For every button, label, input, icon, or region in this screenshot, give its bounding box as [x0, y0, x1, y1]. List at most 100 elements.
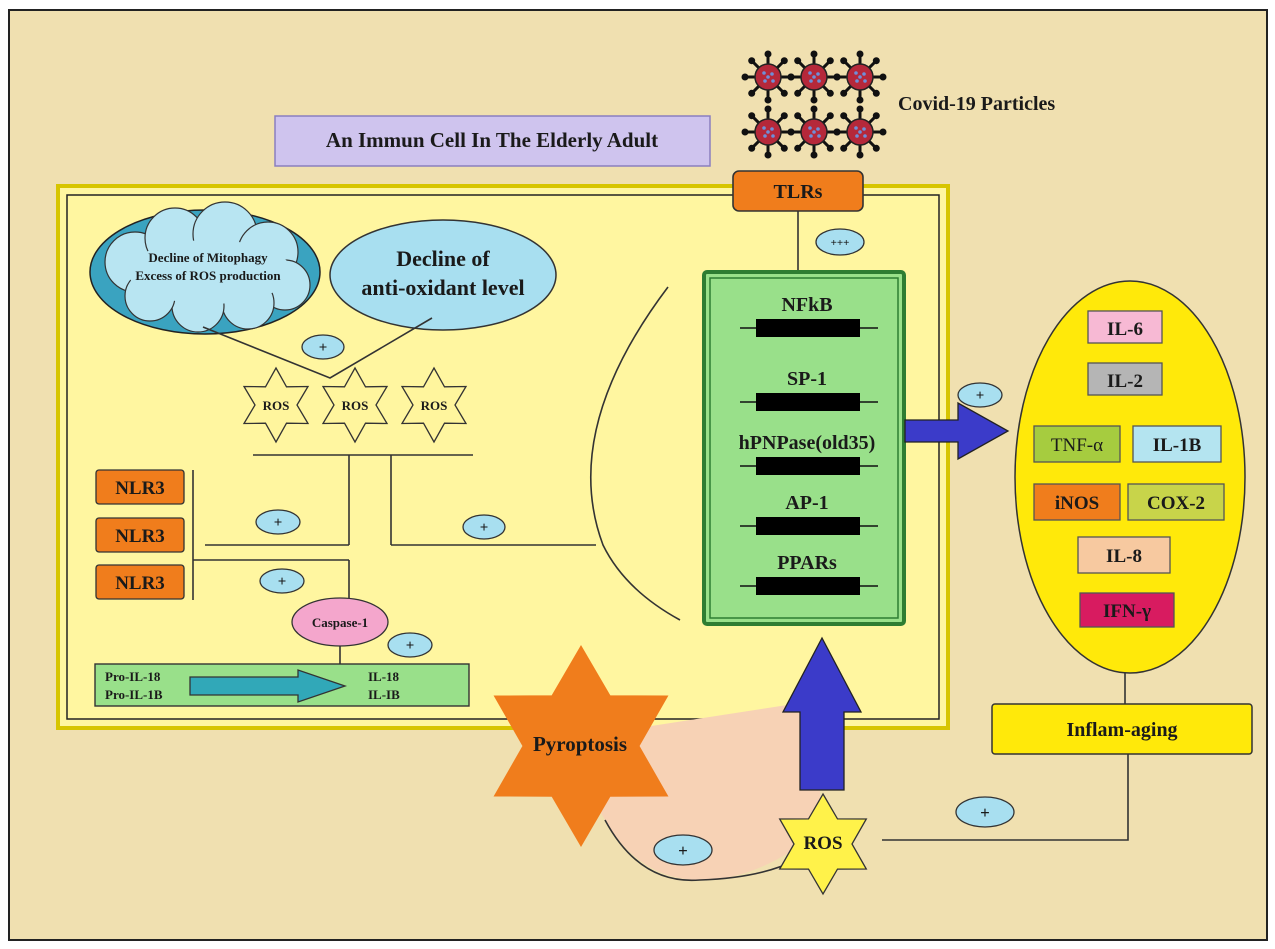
- gene-5: PPARs: [740, 552, 878, 595]
- page-title: An Immun Cell In The Elderly Adult: [326, 128, 658, 152]
- ros-to-nucleus-arrow: [781, 636, 863, 791]
- pyroptosis-label: Pyroptosis: [533, 732, 627, 756]
- gene-label-4: AP-1: [785, 492, 828, 514]
- cytokine-oval: [1014, 280, 1246, 674]
- il1b-label: IL-1B: [1153, 435, 1202, 456]
- gene-2: SP-1: [740, 368, 878, 411]
- pyroptosis-star: [493, 645, 669, 847]
- il18-label: IL-18: [368, 669, 400, 684]
- il6-box: IL-6: [1087, 310, 1163, 344]
- virus-particle-2: [787, 50, 841, 104]
- mitophagy-label-line2: Excess of ROS production: [135, 268, 281, 283]
- tlrs-plus-sign: [815, 228, 865, 256]
- gene-4: AP-1: [740, 492, 878, 535]
- tlrs-label: TLRs: [774, 181, 823, 203]
- plus-text-2: +: [274, 515, 283, 531]
- immune-cell-inner-border: [66, 194, 940, 720]
- ros-label-3: ROS: [421, 398, 448, 413]
- il8-box: IL-8: [1077, 536, 1171, 574]
- nucleus-to-cytokine-arrow: [904, 401, 1010, 461]
- il-conversion-arrow: [189, 669, 348, 703]
- nlr3-box-2: NLR3: [95, 517, 185, 553]
- ros-label-1: ROS: [263, 398, 290, 413]
- gene-3: hPNPase(old35): [739, 432, 878, 475]
- cox2-box: COX-2: [1127, 483, 1225, 521]
- ros-stars: ROS ROS ROS: [242, 366, 468, 444]
- cox2-label: COX-2: [1147, 493, 1205, 514]
- nlr3-label-1: NLR3: [115, 478, 165, 499]
- gene-label-5: PPARs: [777, 552, 837, 574]
- pyroptosis-star-shape: [493, 645, 669, 847]
- nlr3-label-3: NLR3: [115, 573, 165, 594]
- antioxidant-label-line2: anti-oxidant level: [361, 275, 524, 300]
- virus-particle-3: [833, 50, 887, 104]
- ifng-label: IFN-γ: [1103, 601, 1151, 622]
- inflamaging-label: Inflam-aging: [1066, 719, 1177, 741]
- plus-text-8: +: [678, 841, 688, 860]
- virus-particle-1: [741, 50, 795, 104]
- il2-box: IL-2: [1087, 362, 1163, 396]
- nlr3-box-3: NLR3: [95, 564, 185, 600]
- nucleus: [702, 270, 906, 626]
- ros-star-1: [242, 366, 310, 444]
- gene-label-3: hPNPase(old35): [739, 432, 876, 454]
- ros-star-3: [400, 366, 468, 444]
- nucleus-curve: [589, 286, 681, 621]
- covid-label: Covid-19 Particles: [898, 93, 1055, 115]
- nlr3-box-1: NLR3: [95, 469, 185, 505]
- plus-text-1: +: [319, 340, 328, 356]
- mitophagy-cloud: [89, 201, 321, 335]
- caspase-label: Caspase-1: [312, 615, 368, 630]
- plus-text-6: +: [976, 388, 985, 404]
- ros-bottom-label: ROS: [803, 833, 842, 854]
- il6-label: IL-6: [1107, 319, 1143, 340]
- ros-source-lines: [202, 317, 433, 379]
- nlr3-label-2: NLR3: [115, 526, 165, 547]
- inos-box: iNOS: [1033, 483, 1121, 521]
- il1b-out-label: IL-IB: [368, 687, 400, 702]
- plus-text-7: +: [980, 803, 990, 822]
- virus-particle-4: [741, 105, 795, 159]
- ros-star-2: [321, 366, 389, 444]
- plus-sign-2: [255, 509, 301, 535]
- covid-particles: [741, 50, 887, 159]
- il8-label: IL-8: [1106, 546, 1142, 567]
- plus-text-5: +: [406, 638, 415, 654]
- plus-sign-8: [653, 834, 713, 866]
- mitophagy-label-line1: Decline of Mitophagy: [148, 250, 268, 265]
- il1b-box: IL-1B: [1132, 425, 1222, 463]
- pro-il1b-label: Pro-IL-1B: [105, 687, 163, 702]
- inos-label: iNOS: [1055, 493, 1099, 514]
- ifng-box: IFN-γ: [1079, 592, 1175, 628]
- ros-bottom-star: [778, 792, 868, 896]
- tlrs-plus-text: +++: [831, 237, 850, 249]
- plus-sign-5: [387, 632, 433, 658]
- ros-bottom-star-shape: [778, 792, 868, 896]
- inflamaging-box: [991, 703, 1253, 755]
- tnf-box: TNF-α: [1033, 425, 1121, 463]
- virus-particle-6: [833, 105, 887, 159]
- il2-label: IL-2: [1107, 371, 1143, 392]
- plus-sign-3: [462, 514, 506, 540]
- plus-text-3: +: [480, 520, 489, 536]
- virus-particle-5: [787, 105, 841, 159]
- pyroptosis-to-ros-curve: [604, 819, 797, 882]
- antioxidant-oval: [329, 219, 557, 331]
- antioxidant-label-line1: Decline of: [396, 246, 490, 271]
- plus-sign-1: [301, 334, 345, 360]
- tnf-label: TNF-α: [1051, 435, 1103, 456]
- gene-1: NFkB: [740, 294, 878, 337]
- nucleus-inner-border: [709, 277, 899, 619]
- gene-label-2: SP-1: [787, 368, 827, 390]
- inflamaging-to-ros-line: [882, 754, 1129, 841]
- plus-text-4: +: [278, 574, 287, 590]
- plus-sign-4: [259, 568, 305, 594]
- plus-sign-7: [955, 796, 1015, 828]
- ros-label-2: ROS: [342, 398, 369, 413]
- gene-label-1: NFkB: [781, 294, 832, 316]
- plus-sign-6: [957, 382, 1003, 408]
- pro-il18-label: Pro-IL-18: [105, 669, 161, 684]
